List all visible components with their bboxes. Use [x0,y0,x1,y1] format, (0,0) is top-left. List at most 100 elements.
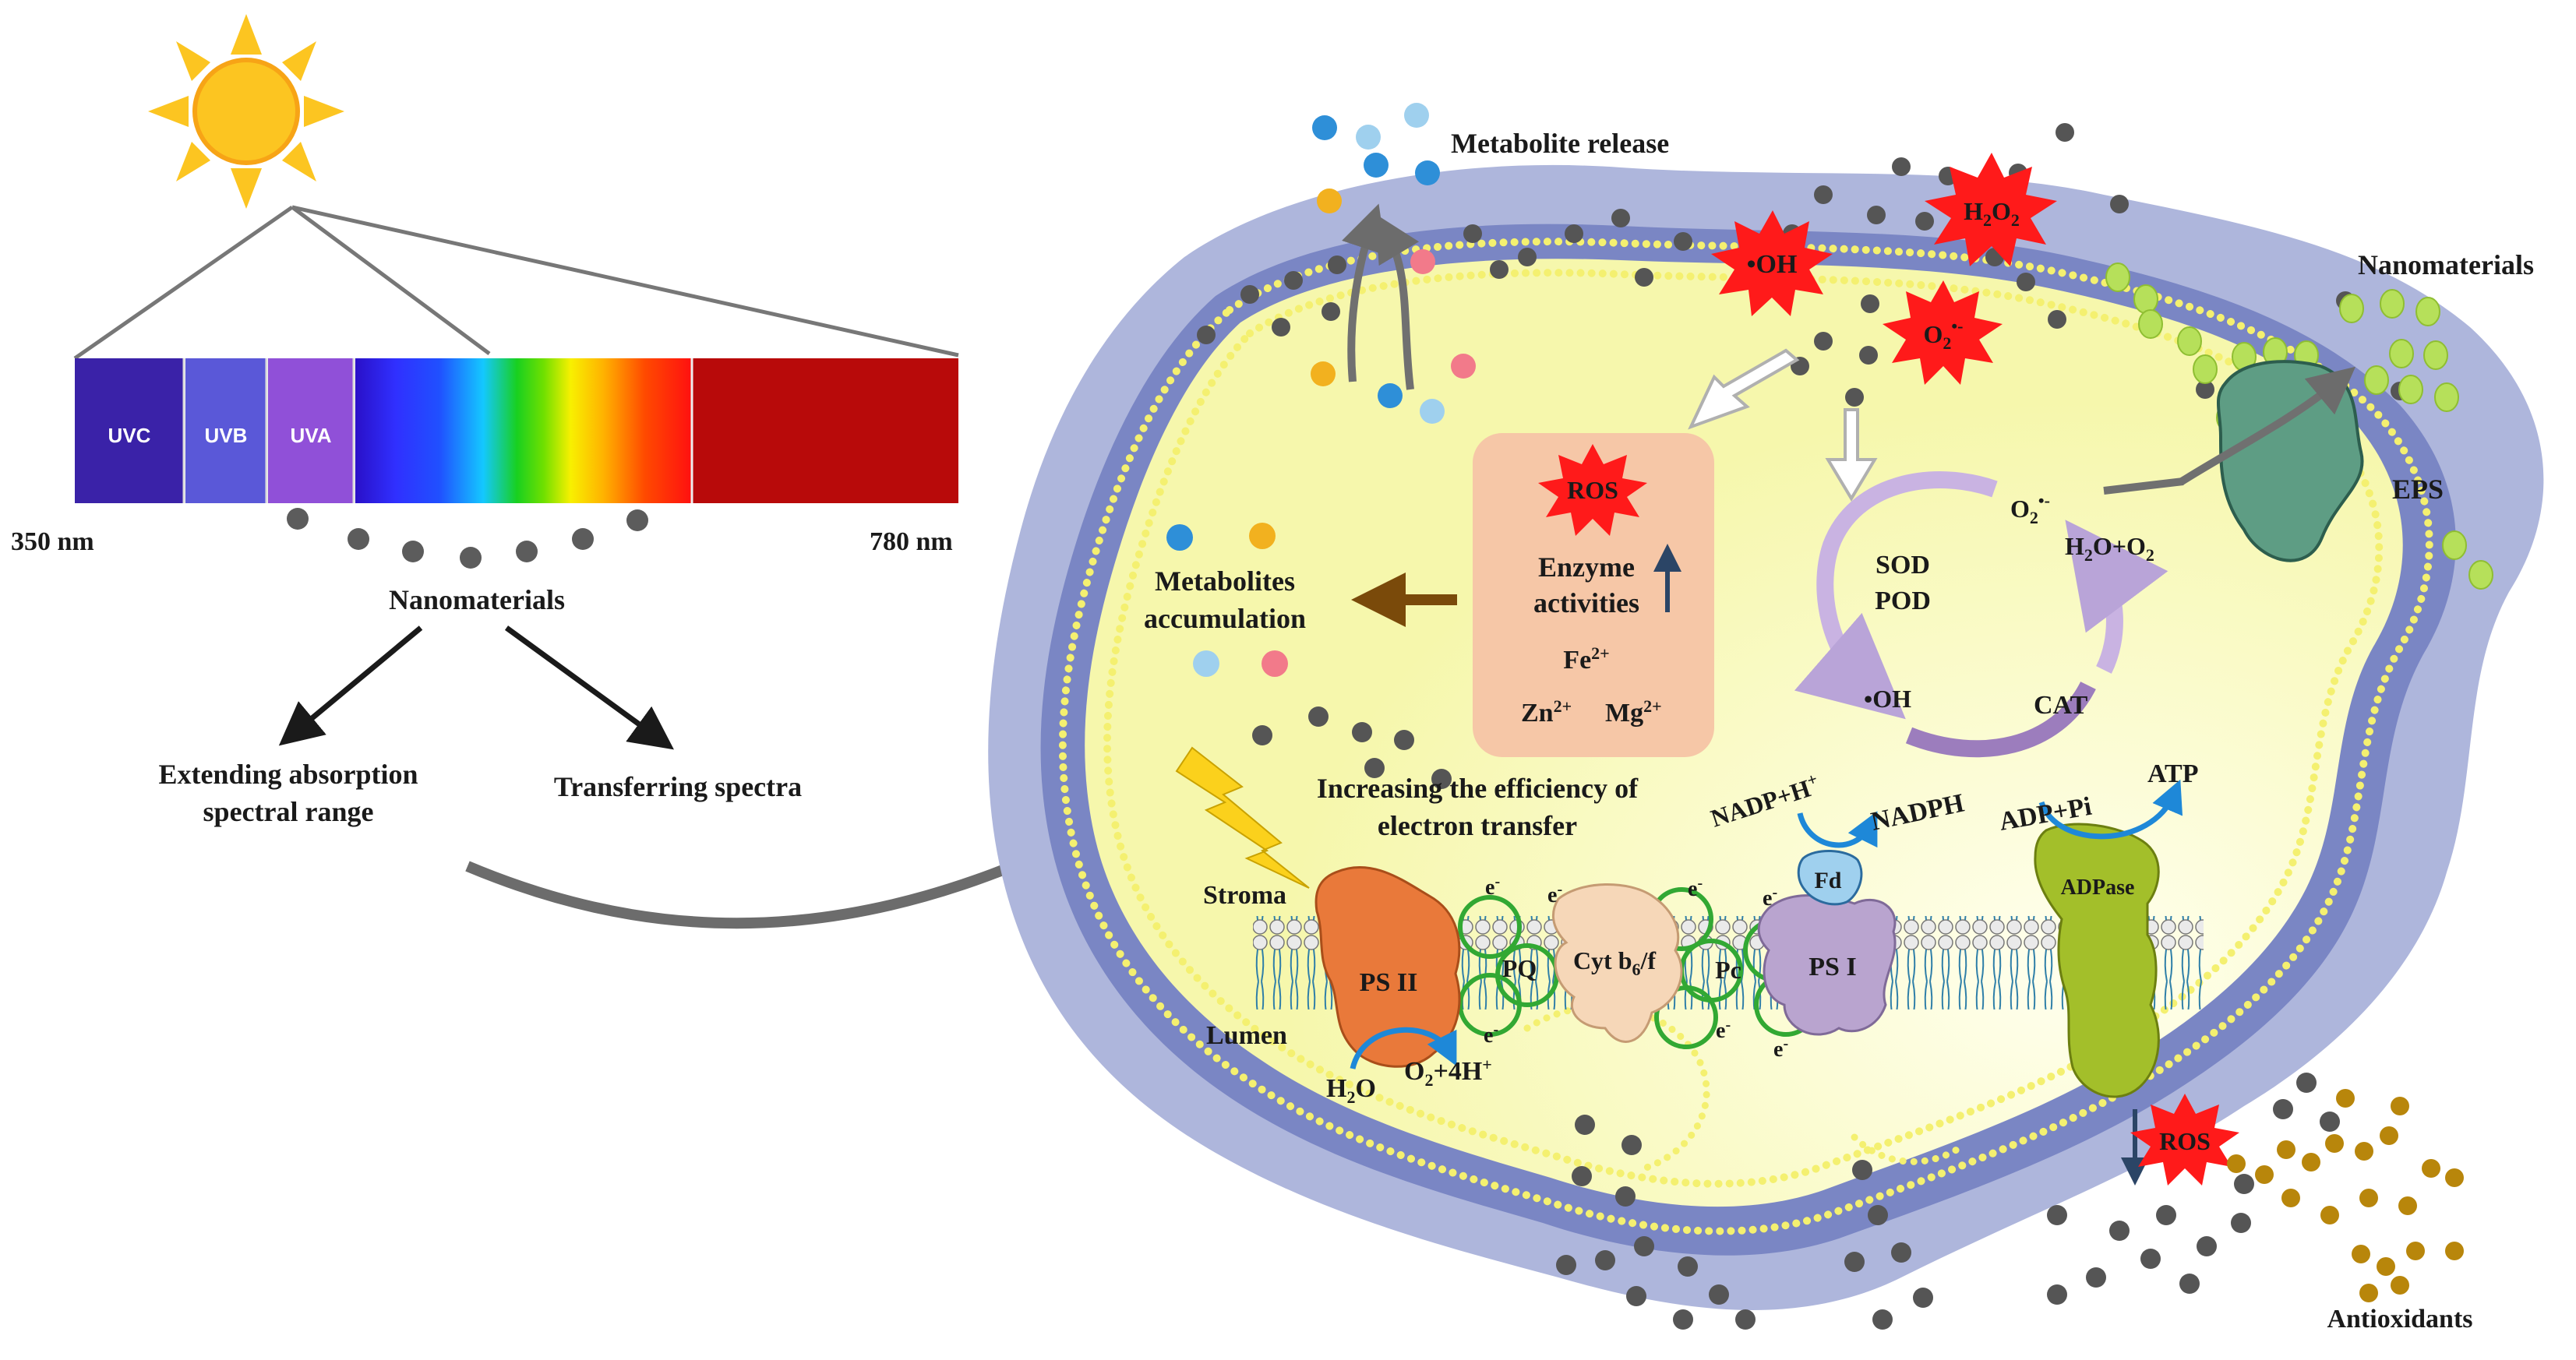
cycle-o2-sub: 2 [2030,508,2038,527]
oh-burst: •OH [1711,210,1833,316]
sun-icon [148,14,344,209]
zn-sup: 2+ [1554,696,1572,716]
h2o2-h: H [1964,197,1983,225]
svg-text:H2O2: H2O2 [1964,197,2020,230]
oh-burst-label: •OH [1747,250,1798,279]
h2o2-burst: H2O2 [1925,153,2057,266]
pc-label: Pc [1715,956,1741,984]
o2-o: O [1924,320,1943,348]
cycle-o2b-sub: 2 [2146,545,2154,565]
fd-label: Fd [1814,868,1841,893]
wavelength-min-label: 350 nm [11,527,94,556]
svg-text:Fe2+: Fe2+ [1563,643,1609,675]
fd-complex: Fd [1797,850,1863,906]
nanoparticles-bottom [1556,1073,2340,1330]
cycle-h2o-sub: 2 [2084,545,2093,565]
extending-label-line2: spectral range [203,796,374,827]
svg-text:O2•-: O2•- [1924,316,1964,353]
o2-sub: 2 [1943,333,1951,353]
eps-label: EPS [2392,474,2444,505]
svg-text:O2+4H+: O2+4H+ [1404,1055,1492,1090]
psii-label: PS II [1360,968,1418,997]
metabolites-label-2: accumulation [1144,603,1306,634]
atp-arrow [2038,779,2183,840]
nadp-arrow [1797,811,1878,848]
red-band [692,358,958,503]
visible-band [355,358,692,503]
h2o2-sub1: 2 [1983,210,1992,230]
lumen-label: Lumen [1206,1021,1287,1050]
metabolites-label-1: Metabolites [1155,565,1295,597]
stroma-label: Stroma [1203,881,1286,910]
ros-box: ROS Enzyme activities Fe2+ Zn2+ Mg2+ [1473,433,1714,757]
pq-label: PQ [1502,954,1537,982]
electron-labels: e- e- e- e- e- e- e- [1484,873,1788,1062]
psi-label: PS I [1808,953,1856,981]
nanoparticles-center [1252,706,1452,789]
antioxidants-label: Antioxidants [2327,1305,2472,1334]
svg-text:e-: e- [1716,1016,1731,1043]
svg-text:H2O+O2: H2O+O2 [2065,532,2154,565]
metabolite-dots-release [1311,103,1476,424]
fe-sup: 2+ [1591,643,1610,663]
antioxidant-cycle: O2•- H2O+O2 SOD POD •OH CAT [1794,471,2168,758]
cycle-oh: •OH [1864,685,1911,713]
h2o2-sub2: 2 [2011,210,2020,230]
adpase-label: ADPase [2061,876,2135,900]
uvc-label: UVC [108,424,151,447]
electron-label-2: electron transfer [1378,810,1577,841]
svg-text:Cyt b6/f: Cyt b6/f [1573,946,1656,979]
h2o2-o: O [1992,197,2011,225]
svg-text:e-: e- [1688,875,1703,901]
svg-text:e-: e- [1773,1035,1788,1062]
metabolite-release-label: Metabolite release [1451,128,1669,159]
svg-text:O2•-: O2•- [2010,491,2050,527]
sod-label: SOD [1876,551,1930,580]
enzyme-label-1: Enzyme [1538,551,1635,583]
nanomaterials-left-label: Nanomaterials [389,584,565,615]
h2o-sub: 2 [1346,1087,1355,1107]
fe-ion: Fe [1563,646,1591,675]
uvb-label: UVB [205,424,248,447]
o2h-sup: + [1482,1055,1492,1074]
e-label: e [1485,876,1494,900]
water-arrow [1350,1027,1457,1069]
electron-label-1: Increasing the efficiency of [1317,773,1639,804]
o2-dot: •- [1951,316,1963,336]
o2h-sub: 2 [1424,1070,1433,1090]
cyt-sub: 6 [1632,960,1641,979]
arrow-transferring [504,625,674,750]
release-arrow-1 [1342,203,1386,382]
svg-text:e-: e- [1484,1021,1498,1048]
lightning-icon [1175,746,1310,889]
cycle-o2: O [2010,495,2030,523]
cyt-b6f-complex: Cyt b6/f [1551,883,1683,1043]
psi-complex: PS I [1757,894,1897,1036]
release-arrow-2 [1374,213,1420,390]
ros-box-title: ROS [1567,476,1618,504]
wavelength-max-label: 780 nm [870,527,953,556]
cycle-o-o: O+O [2093,532,2146,560]
o2h-o: O [1404,1057,1424,1086]
membrane-channel [2103,360,2364,562]
spectrum-bar: UVC UVB UVA [75,358,958,503]
svg-text:e-: e- [1547,881,1562,907]
h2o-o: O [1355,1074,1375,1103]
cycle-o2-sup: •- [2038,491,2050,510]
metabolite-dots-accum [1166,523,1288,677]
uva-band [268,358,354,503]
cyt-label: Cyt b [1573,946,1632,974]
uva-label: UVA [291,424,332,447]
ros-low-burst: ROS [2130,1094,2239,1186]
extending-label-line1: Extending absorption [158,759,418,790]
cyt-label-tail: /f [1640,946,1657,974]
svg-text:e-: e- [1485,873,1500,900]
svg-text:H2O: H2O [1326,1074,1376,1107]
nanoparticle-arc [287,508,648,569]
mg-sup: 2+ [1643,696,1662,716]
mg-ion: Mg [1605,699,1643,728]
cycle-h2o: H [2065,532,2084,560]
hollow-arrow-to-ros [1688,348,1800,430]
antioxidant-dots [2227,1089,2464,1302]
